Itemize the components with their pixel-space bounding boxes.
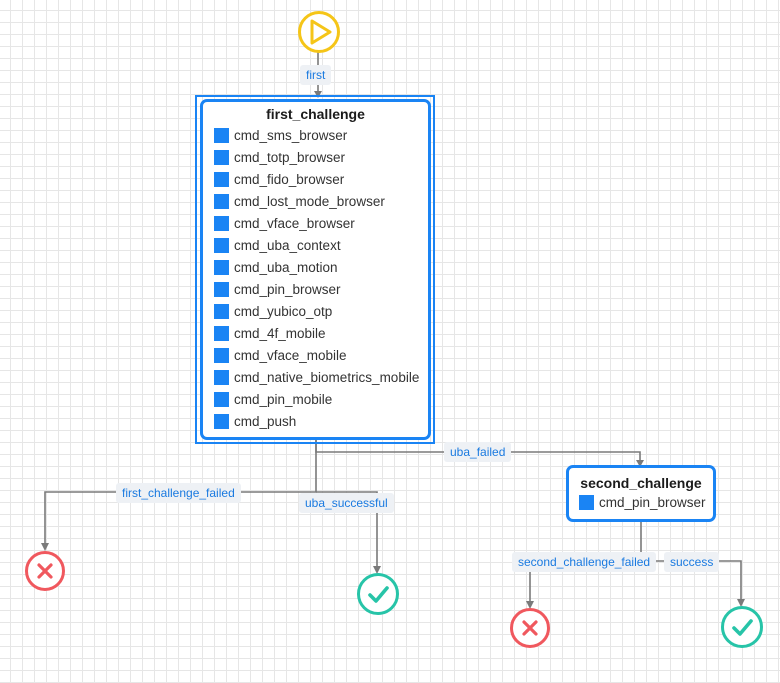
command-item[interactable]: cmd_pin_mobile <box>214 388 428 410</box>
command-square-icon <box>214 237 229 253</box>
failure-node[interactable] <box>25 551 65 591</box>
command-label: cmd_4f_mobile <box>234 325 326 341</box>
command-label: cmd_lost_mode_browser <box>234 193 385 209</box>
command-label: cmd_totp_browser <box>234 149 346 165</box>
first-challenge-selection-frame <box>195 95 435 444</box>
command-item[interactable]: cmd_yubico_otp <box>214 300 428 322</box>
second-challenge-node[interactable]: second_challenge cmd_pin_browser <box>566 465 716 522</box>
node-title: first_challenge <box>266 106 365 122</box>
command-square-icon <box>214 259 229 275</box>
success-node[interactable] <box>721 606 763 648</box>
command-item[interactable]: cmd_sms_browser <box>214 124 428 146</box>
first-challenge-node[interactable]: first_challenge cmd_sms_browser cmd_totp_… <box>200 99 431 440</box>
command-list: cmd_pin_browser <box>579 491 713 513</box>
edge-label-uba-successful[interactable]: uba_successful <box>299 493 394 513</box>
command-square-icon <box>214 171 229 187</box>
command-square-icon <box>214 391 229 407</box>
command-item[interactable]: cmd_push <box>214 410 428 432</box>
command-square-icon <box>579 494 594 510</box>
arrowhead <box>526 601 534 609</box>
command-square-icon <box>214 347 229 363</box>
checkmark-icon <box>732 619 753 636</box>
edge-label-first[interactable]: first <box>300 65 332 85</box>
close-icon <box>37 563 53 579</box>
command-square-icon <box>214 193 229 209</box>
start-node[interactable] <box>298 11 340 53</box>
checkmark-icon <box>368 586 389 603</box>
command-label: cmd_vface_mobile <box>234 347 347 363</box>
arrowhead <box>636 460 644 467</box>
command-square-icon <box>214 325 229 341</box>
command-item[interactable]: cmd_vface_mobile <box>214 344 428 366</box>
close-icon <box>522 620 538 636</box>
command-label: cmd_vface_browser <box>234 215 355 231</box>
play-icon <box>310 19 332 45</box>
edge-uba-successful <box>316 491 378 570</box>
command-square-icon <box>214 127 229 143</box>
command-item[interactable]: cmd_native_biometrics_mobile <box>214 366 428 388</box>
node-title: second_challenge <box>580 475 702 491</box>
command-square-icon <box>214 413 229 429</box>
command-item[interactable]: cmd_totp_browser <box>214 146 428 168</box>
command-square-icon <box>214 303 229 319</box>
command-label: cmd_sms_browser <box>234 127 348 143</box>
command-label: cmd_push <box>234 413 297 429</box>
command-list: cmd_sms_browser cmd_totp_browser cmd_fido_… <box>214 124 428 432</box>
command-label: cmd_pin_browser <box>234 281 341 297</box>
command-label: cmd_pin_mobile <box>234 391 333 407</box>
command-label: cmd_native_biometrics_mobile <box>234 369 420 385</box>
arrowhead <box>314 91 322 98</box>
command-label: cmd_pin_browser <box>599 494 706 510</box>
command-label: cmd_fido_browser <box>234 171 345 187</box>
command-item[interactable]: cmd_uba_context <box>214 234 428 256</box>
command-item[interactable]: cmd_pin_browser <box>579 491 713 513</box>
arrowhead <box>41 543 49 551</box>
edge-label-first-challenge-failed[interactable]: first_challenge_failed <box>116 483 241 503</box>
arrowhead <box>737 599 745 607</box>
command-item[interactable]: cmd_lost_mode_browser <box>214 190 428 212</box>
command-square-icon <box>214 215 229 231</box>
command-square-icon <box>214 281 229 297</box>
command-label: cmd_uba_motion <box>234 259 338 275</box>
failure-node[interactable] <box>510 608 550 648</box>
success-node[interactable] <box>357 573 399 615</box>
edge-label-second-challenge-failed[interactable]: second_challenge_failed <box>512 552 657 572</box>
command-item[interactable]: cmd_vface_browser <box>214 212 428 234</box>
arrowhead <box>373 566 381 574</box>
edge-label-success[interactable]: success <box>664 552 720 572</box>
edge-label-uba-failed[interactable]: uba_failed <box>444 442 512 462</box>
command-item[interactable]: cmd_fido_browser <box>214 168 428 190</box>
command-item[interactable]: cmd_uba_motion <box>214 256 428 278</box>
command-label: cmd_yubico_otp <box>234 303 333 319</box>
command-square-icon <box>214 369 229 385</box>
command-item[interactable]: cmd_4f_mobile <box>214 322 428 344</box>
command-label: cmd_uba_context <box>234 237 341 253</box>
command-item[interactable]: cmd_pin_browser <box>214 278 428 300</box>
command-square-icon <box>214 149 229 165</box>
